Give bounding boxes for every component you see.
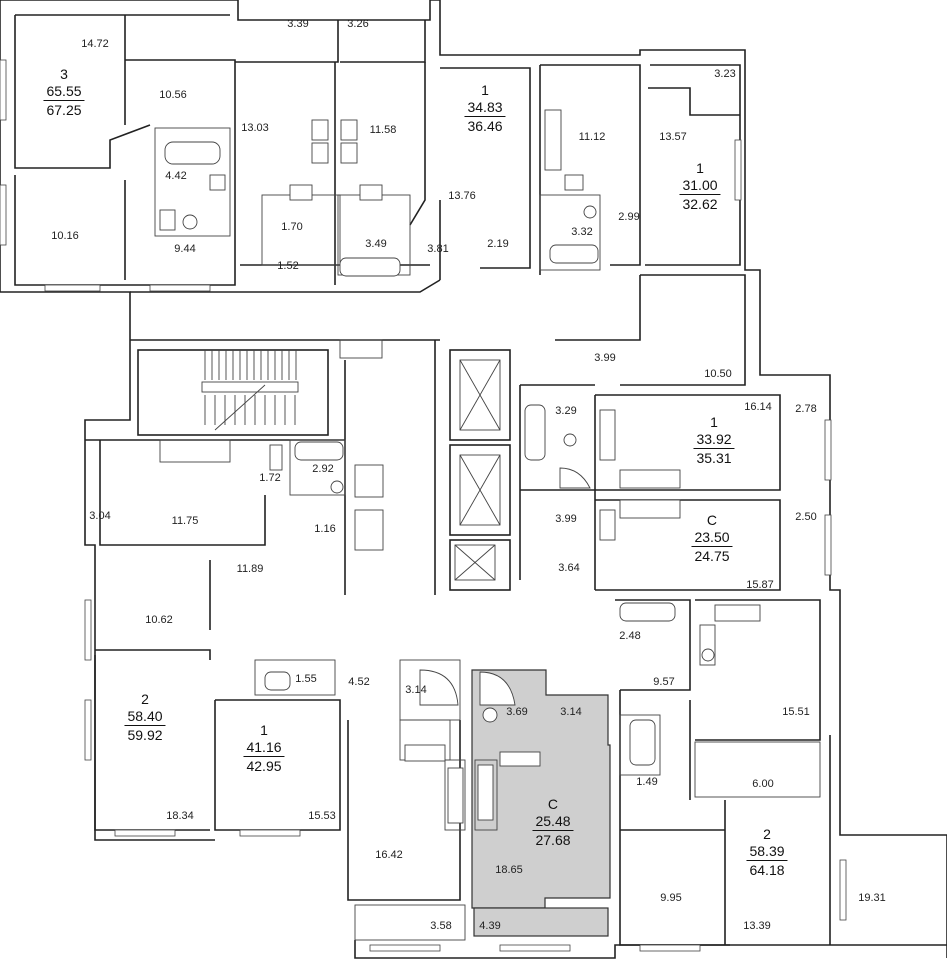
total-area: 32.62 [679, 194, 721, 213]
apartment-u2[interactable]: 1 34.83 36.46 [464, 82, 506, 135]
room-area: 3.14 [405, 684, 427, 696]
room-area: 11.12 [578, 131, 606, 143]
apartment-u6[interactable]: 2 58.40 59.92 [124, 691, 166, 744]
room-area: 13.57 [659, 131, 687, 143]
total-area: 64.18 [746, 860, 788, 879]
room-area: 3.04 [89, 510, 111, 522]
room-area: 16.42 [375, 849, 403, 861]
room-area: 2.92 [312, 463, 334, 475]
living-area: 65.55 [46, 83, 82, 99]
room-area: 13.39 [743, 920, 771, 932]
room-area: 3.29 [555, 405, 577, 417]
room-area: 13.03 [241, 122, 269, 134]
total-area: 67.25 [43, 100, 85, 119]
room-area: 19.31 [858, 892, 886, 904]
room-count: 3 [60, 66, 68, 82]
windows [0, 59, 847, 952]
room-area: 3.49 [365, 238, 387, 250]
room-area: 9.44 [174, 243, 196, 255]
total-area: 24.75 [691, 546, 733, 565]
room-count: 1 [260, 722, 268, 738]
room-count: C [706, 512, 718, 528]
room-area: 1.49 [636, 776, 658, 788]
living-area: 41.16 [246, 739, 282, 755]
room-area: 10.50 [704, 368, 732, 380]
room-area: 2.78 [795, 403, 817, 415]
living-area: 33.92 [696, 431, 732, 447]
highlighted-apartment [471, 669, 611, 937]
room-area: 2.48 [619, 630, 641, 642]
total-area: 36.46 [464, 116, 506, 135]
room-count: 1 [710, 414, 718, 430]
apartment-u9[interactable]: 2 58.39 64.18 [746, 826, 788, 879]
room-area: 2.19 [487, 238, 509, 250]
room-count: 1 [481, 82, 489, 98]
room-area: 4.52 [348, 676, 370, 688]
room-area: 3.81 [427, 243, 449, 255]
room-count: 2 [763, 826, 771, 842]
room-area: 16.14 [744, 401, 772, 413]
room-area: 10.16 [51, 230, 79, 242]
room-area: 1.55 [295, 673, 317, 685]
room-area: 1.52 [277, 260, 299, 272]
room-area: 11.75 [171, 515, 199, 527]
room-area: 3.26 [347, 18, 369, 30]
room-area: 13.76 [448, 190, 476, 202]
room-area: 1.16 [314, 523, 336, 535]
room-area: 11.89 [236, 563, 264, 575]
room-area: 1.70 [281, 221, 303, 233]
room-area: 2.99 [618, 211, 640, 223]
living-area: 23.50 [694, 529, 730, 545]
room-area: 3.58 [430, 920, 452, 932]
room-area: 14.72 [81, 38, 109, 50]
living-area: 31.00 [682, 177, 718, 193]
room-area: 3.99 [555, 513, 577, 525]
room-area: 6.00 [752, 778, 774, 790]
room-area: 11.58 [369, 124, 397, 136]
room-area: 4.39 [479, 920, 501, 932]
apartment-u3[interactable]: 1 31.00 32.62 [679, 160, 721, 213]
room-area: 3.64 [558, 562, 580, 574]
living-area: 58.40 [127, 708, 163, 724]
apartment-u5[interactable]: C 23.50 24.75 [691, 512, 733, 565]
room-count: 2 [141, 691, 149, 707]
room-area: 9.95 [660, 892, 682, 904]
total-area: 59.92 [124, 725, 166, 744]
room-area: 4.42 [165, 170, 187, 182]
living-area: 34.83 [467, 99, 503, 115]
room-area: 10.56 [159, 89, 187, 101]
room-area: 2.50 [795, 511, 817, 523]
room-area: 3.39 [287, 18, 309, 30]
room-area: 18.65 [495, 864, 523, 876]
room-area: 3.69 [506, 706, 528, 718]
room-area: 3.23 [714, 68, 736, 80]
apartment-u8[interactable]: C 25.48 27.68 [532, 796, 574, 849]
room-area: 15.51 [782, 706, 810, 718]
room-count: 1 [696, 160, 704, 176]
room-area: 3.14 [560, 706, 582, 718]
room-area: 1.72 [259, 472, 281, 484]
apartment-u7[interactable]: 1 41.16 42.95 [243, 722, 285, 775]
room-area: 15.53 [308, 810, 336, 822]
total-area: 35.31 [693, 448, 735, 467]
living-area: 58.39 [749, 843, 785, 859]
total-area: 42.95 [243, 756, 285, 775]
room-area: 10.62 [145, 614, 173, 626]
room-area: 15.87 [746, 579, 774, 591]
room-area: 3.99 [594, 352, 616, 364]
room-area: 3.32 [571, 226, 593, 238]
room-area: 9.57 [653, 676, 675, 688]
room-count: C [547, 796, 559, 812]
room-area: 18.34 [166, 810, 194, 822]
apartment-u4[interactable]: 1 33.92 35.31 [693, 414, 735, 467]
bathroom-fixtures [159, 109, 761, 824]
apartment-u1[interactable]: 3 65.55 67.25 [43, 66, 85, 119]
total-area: 27.68 [532, 830, 574, 849]
interior-walls [14, 14, 831, 946]
living-area: 25.48 [535, 813, 571, 829]
